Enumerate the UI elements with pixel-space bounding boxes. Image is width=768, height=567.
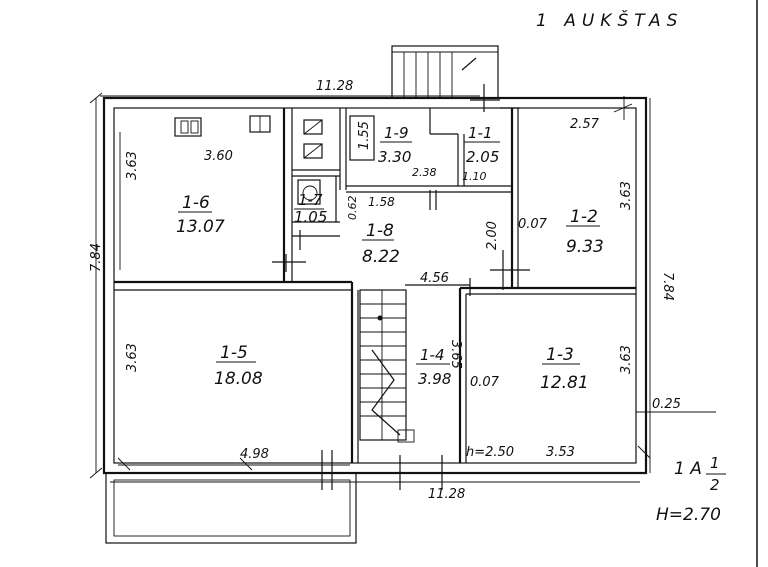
room-1-8-id: 1-8 <box>366 221 394 241</box>
door-marks <box>272 84 530 490</box>
dim-top: 11.28 <box>316 79 353 94</box>
scale-numerator: 1 <box>710 454 720 472</box>
dim-025: 0.25 <box>652 397 681 412</box>
room-1-8-area: 8.22 <box>362 247 400 267</box>
dim-363-b: 3.63 <box>125 343 140 372</box>
room-1-5-area: 18.08 <box>214 369 263 389</box>
terrace <box>105 472 357 544</box>
fixtures <box>174 115 375 205</box>
room-1-4-area: 3.98 <box>418 370 451 388</box>
room-1-2-area: 9.33 <box>566 237 604 257</box>
room-1-5-id: 1-5 <box>220 343 248 363</box>
dim-360: 3.60 <box>204 149 233 164</box>
dim-498: 4.98 <box>240 447 269 462</box>
outer-walls <box>102 96 648 475</box>
dim-right: 7.84 <box>660 272 675 301</box>
dim-bottom: 11.28 <box>428 487 465 502</box>
plan-title: 1 AUKŠTAS <box>536 9 683 31</box>
height-label: H=2.70 <box>656 505 721 525</box>
dim-257: 2.57 <box>570 117 600 132</box>
room-1-1-area: 2.05 <box>466 148 499 166</box>
interior-walls <box>114 108 636 463</box>
dim-363-c: 3.63 <box>619 181 634 210</box>
room-1-7-area: 1.05 <box>294 208 327 226</box>
dim-238: 2.38 <box>412 166 437 179</box>
dim-158: 1.58 <box>368 195 395 209</box>
dim-365: 3.65 <box>448 340 463 369</box>
dim-353: 3.53 <box>546 445 575 460</box>
scale-denominator: 2 <box>710 476 720 494</box>
room-1-9-area: 3.30 <box>378 148 411 166</box>
dimension-lines <box>89 92 716 483</box>
scale-prefix: 1 A <box>674 459 702 479</box>
exterior-stairs <box>391 45 499 99</box>
room-1-9-id: 1-9 <box>384 124 409 142</box>
room-1-6-area: 13.07 <box>176 217 225 237</box>
dim-left: 7.84 <box>89 243 104 272</box>
room-1-2-id: 1-2 <box>570 207 598 227</box>
dimension-labels: 11.28 11.28 7.84 7.84 3.63 3.63 3.63 3.6… <box>89 79 681 502</box>
dim-110: 1.10 <box>462 170 487 183</box>
dim-007-b: 0.07 <box>470 375 500 390</box>
dim-155: 1.55 <box>357 121 372 150</box>
dim-456: 4.56 <box>420 271 449 286</box>
scale-notation: 1 A 1 2 H=2.70 <box>656 454 726 525</box>
dim-007-a: 0.07 <box>518 217 548 232</box>
room-1-3-id: 1-3 <box>546 345 574 365</box>
interior-stairs <box>359 289 415 443</box>
room-1-3-area: 12.81 <box>540 373 589 393</box>
room-1-6-id: 1-6 <box>182 193 210 213</box>
room-1-4-id: 1-4 <box>420 346 445 364</box>
dim-363-a: 3.63 <box>125 151 140 180</box>
dim-h250: h=2.50 <box>466 445 514 460</box>
dim-363-d: 3.63 <box>619 345 634 374</box>
room-labels: 1-6 13.07 1-9 3.30 1-1 2.05 1-2 9.33 1-7… <box>176 124 604 393</box>
room-1-7-id: 1-7 <box>298 191 323 209</box>
dim-200: 2.00 <box>485 221 500 250</box>
dim-062: 0.62 <box>346 196 359 221</box>
room-1-1-id: 1-1 <box>468 124 493 142</box>
